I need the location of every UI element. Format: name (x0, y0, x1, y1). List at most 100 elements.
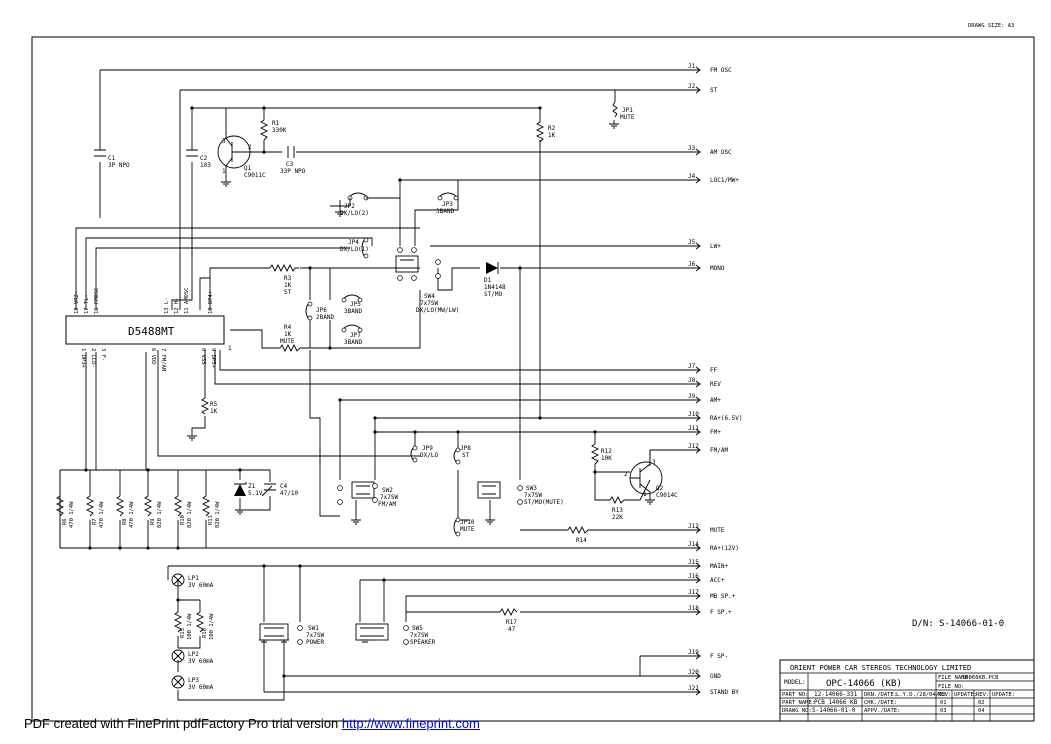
svg-text:REV: REV (710, 381, 721, 388)
svg-text:02: 02 (978, 700, 985, 706)
svg-text:R9: R9 (150, 518, 156, 525)
svg-text:04: 04 (978, 708, 985, 714)
svg-text:MUTE: MUTE (620, 114, 635, 121)
svg-text:RA+(6.5V): RA+(6.5V) (710, 415, 743, 422)
switch-sw2: SW2 7x7SW FM/AM (337, 481, 398, 508)
svg-text:2: 2 (624, 471, 628, 478)
svg-text:R4: R4 (284, 324, 292, 331)
svg-text:DX/LO: DX/LO (420, 452, 438, 459)
svg-text:UPDATE:: UPDATE: (992, 692, 1015, 698)
svg-text:100 1/4W: 100 1/4W (209, 613, 215, 640)
svg-text:FM+: FM+ (710, 429, 721, 436)
svg-text:820 1/4W: 820 1/4W (215, 501, 221, 528)
svg-text:3: 3 (652, 459, 656, 466)
svg-text:J15: J15 (688, 559, 699, 566)
svg-text:820 1/4W: 820 1/4W (187, 501, 193, 528)
svg-text:100 1/4W: 100 1/4W (187, 613, 193, 640)
svg-text:SW1: SW1 (308, 625, 319, 632)
svg-text:SW2: SW2 (382, 487, 393, 494)
switch-sw5: SW5 7x7SW SPEAKER (355, 623, 436, 646)
diode-d1: D1 1N4148 ST/MO (484, 262, 506, 298)
svg-text:GND: GND (710, 673, 721, 680)
svg-text:J9: J9 (688, 393, 696, 400)
svg-text:10K: 10K (601, 455, 612, 462)
svg-text:1K: 1K (548, 132, 556, 139)
svg-text:R3: R3 (284, 275, 292, 282)
svg-text:JP4: JP4 (348, 239, 359, 246)
svg-text:3V 60mA: 3V 60mA (188, 582, 214, 589)
svg-text:3V 60mA: 3V 60mA (188, 684, 214, 691)
svg-text:3BAND: 3BAND (344, 339, 362, 346)
svg-text:MAIN+: MAIN+ (710, 563, 728, 570)
ic-top-pin: 10 DP4+ (208, 290, 214, 314)
svg-text:3BAND: 3BAND (344, 308, 362, 315)
svg-text:DX/LO(1): DX/LO(1) (340, 246, 369, 253)
switch-sw3: SW3 7x7SW ST/MO(MUTE) (477, 481, 564, 506)
svg-text:JP2: JP2 (344, 203, 355, 210)
svg-text:1K: 1K (284, 282, 292, 289)
svg-text:REV:: REV: (976, 692, 989, 698)
svg-text:JP9: JP9 (422, 445, 433, 452)
svg-text:DRAWG NO:: DRAWG NO: (782, 708, 812, 714)
svg-text:J16: J16 (688, 573, 699, 580)
svg-text:J11: J11 (688, 425, 699, 432)
svg-text:14066KB.PCB: 14066KB.PCB (962, 675, 999, 681)
watermark-link[interactable]: http://www.fineprint.com (341, 716, 480, 731)
svg-text:Q1: Q1 (244, 165, 252, 172)
switch-sw4: SW4 7x7SW DX/LO(MW/LW) (395, 247, 459, 314)
svg-text:R10: R10 (180, 515, 186, 525)
doc-number: D/N: S-14066-01-0 (912, 619, 1004, 629)
svg-text:33P NPO: 33P NPO (280, 168, 306, 175)
svg-text:MUTE: MUTE (710, 527, 725, 534)
svg-text:ST/MO(MUTE): ST/MO(MUTE) (524, 499, 564, 506)
svg-text:STAND BY: STAND BY (710, 689, 739, 696)
model-value: OPC-14066 (KB) (826, 679, 902, 689)
svg-text:330K: 330K (272, 127, 287, 134)
pdf-watermark: PDF created with FinePrint pdfFactory Pr… (24, 716, 480, 731)
svg-text:7x7SW: 7x7SW (380, 494, 398, 501)
svg-text:J13: J13 (688, 523, 699, 530)
svg-text:ST: ST (284, 289, 292, 296)
svg-text:CHK./DATE:: CHK./DATE: (864, 700, 897, 706)
transistor-q2: 231 Q2 C9014C (624, 450, 678, 500)
svg-text:R16: R16 (202, 628, 208, 638)
svg-text:J17: J17 (688, 589, 699, 596)
svg-text:J6: J6 (688, 261, 696, 268)
svg-text:R8: R8 (122, 518, 128, 525)
svg-text:JP1: JP1 (622, 107, 633, 114)
svg-text:JP7: JP7 (350, 332, 361, 339)
svg-text:MUTE: MUTE (460, 526, 475, 533)
ground-symbols (187, 123, 655, 643)
svg-text:3V 60mA: 3V 60mA (188, 658, 214, 665)
connector-j17: J17 MB SP.+ (660, 589, 736, 600)
svg-text:R2: R2 (548, 125, 556, 132)
svg-text:Z1: Z1 (248, 483, 256, 490)
svg-text:MB SP.+: MB SP.+ (710, 593, 736, 600)
svg-text:J5: J5 (688, 239, 696, 246)
resistor-r14: R14 (567, 525, 590, 544)
ic-top-pin: 17 TL- (84, 294, 90, 314)
svg-text:R5: R5 (210, 401, 218, 408)
svg-text:JP6: JP6 (316, 307, 327, 314)
svg-text:7x7SW: 7x7SW (420, 300, 438, 307)
svg-text:J19: J19 (688, 649, 699, 656)
svg-text:JP10: JP10 (460, 519, 475, 526)
svg-text:ACC+: ACC+ (710, 577, 725, 584)
jumpers: JP1 MUTE JP2 DX/LO(2) JP3 3BAND JP4 DX/L… (305, 101, 635, 537)
transistor-q1: 321 Q1 C9011C (217, 135, 266, 179)
svg-text:SW3: SW3 (526, 485, 537, 492)
svg-text:LP2: LP2 (188, 651, 199, 658)
svg-text:LP1: LP1 (188, 575, 199, 582)
company-name: ORIENT POWER CAR STEREOS TECHNOLOGY LIMI… (790, 664, 971, 672)
resistor-bank: R6 470 1/4W R7 470 1/4W R8 470 1/4W R9 8… (55, 495, 221, 528)
svg-text:FILE NO:: FILE NO: (938, 684, 965, 690)
